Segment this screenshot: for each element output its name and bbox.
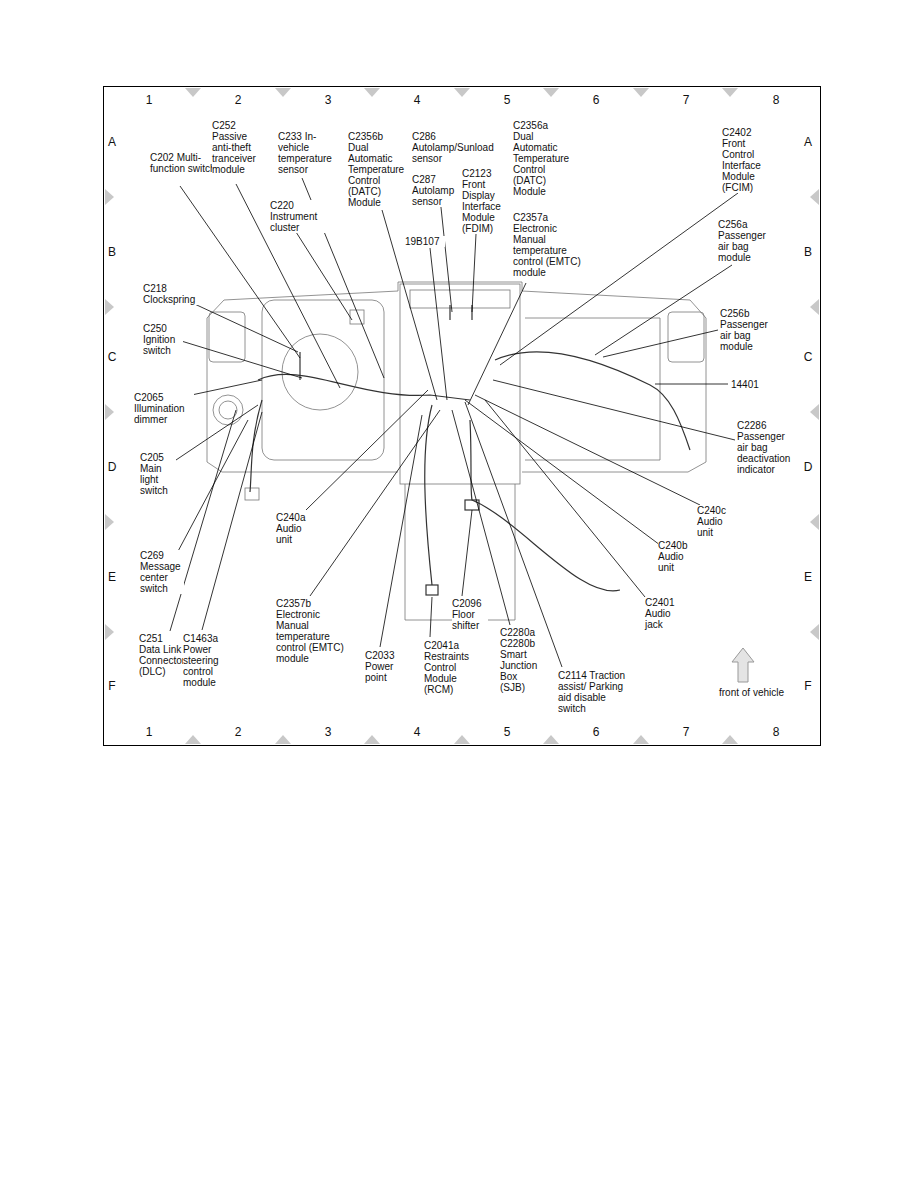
callout-label: C2286 Passenger air bag deactivation ind… — [737, 420, 797, 475]
grid-reference: D — [104, 460, 120, 474]
callout-label: C233 In-vehicle temperature sensor — [278, 131, 340, 175]
callout-label: 19B107 — [405, 236, 445, 247]
grid-reference: F — [104, 679, 120, 693]
callout-label: C2357a Electronic Manual temperature con… — [513, 212, 587, 278]
grid-reference: 7 — [676, 93, 696, 107]
front-arrow — [732, 648, 754, 682]
grid-reference: 5 — [497, 725, 517, 739]
callout-label: C240a Audio unit — [276, 512, 310, 545]
grid-reference: F — [800, 679, 816, 693]
callout-label: C252 Passive anti-theft tranceiver modul… — [212, 120, 264, 175]
callout-label: C2356b Dual Automatic Temperature Contro… — [348, 131, 404, 208]
callout-label: C2096 Floor shifter — [452, 598, 488, 631]
grid-reference: 3 — [318, 93, 338, 107]
grid-reference: E — [800, 570, 816, 584]
grid-reference: 8 — [766, 93, 786, 107]
grid-reference: D — [800, 460, 816, 474]
callout-label: C2123 Front Display Interface Module (FD… — [462, 168, 506, 234]
grid-reference: B — [104, 245, 120, 259]
callout-label: C218 Clockspring — [143, 283, 201, 305]
callout-label: C287 Autolamp sensor — [412, 174, 458, 207]
grid-reference: C — [800, 350, 816, 364]
dashboard-drawing — [207, 282, 706, 620]
grid-reference: 7 — [676, 725, 696, 739]
callout-label: C2114 Traction assist/ Parking aid disab… — [558, 670, 634, 714]
callout-label: C202 Multi-function switch — [150, 152, 218, 174]
callout-label: C256a Passenger air bag module — [718, 219, 770, 263]
callout-label: C1463a Power steering control module — [183, 633, 225, 688]
grid-reference: 6 — [586, 93, 606, 107]
grid-markers — [105, 88, 819, 744]
grid-reference: A — [800, 135, 816, 149]
callout-label: C240c Audio unit — [697, 505, 731, 538]
grid-reference: E — [104, 570, 120, 584]
wiring-harness — [250, 305, 690, 595]
callout-label: C2402 Front Control Interface Module (FC… — [722, 127, 767, 193]
leader-lines — [170, 178, 738, 667]
grid-reference: 1 — [139, 93, 159, 107]
callout-label: C2041a Restraints Control Module (RCM) — [424, 640, 474, 695]
grid-reference: 8 — [766, 725, 786, 739]
grid-reference: B — [800, 245, 816, 259]
grid-reference: 4 — [407, 725, 427, 739]
grid-reference: 6 — [586, 725, 606, 739]
grid-reference: 4 — [407, 93, 427, 107]
callout-label: C250 Ignition switch — [143, 323, 183, 356]
callout-label: C269 Message center switch — [140, 550, 184, 594]
callout-label: C2280a C2280b Smart Junction Box (SJB) — [500, 627, 544, 693]
grid-frame — [104, 87, 821, 746]
grid-reference: 3 — [318, 725, 338, 739]
callout-label: C2065 Illumination dimmer — [134, 392, 194, 425]
grid-reference: A — [104, 135, 120, 149]
callout-label: C2033 Power point — [365, 650, 397, 683]
callout-label: 14401 — [731, 379, 765, 390]
callout-label: C2356a Dual Automatic Temperature Contro… — [513, 120, 569, 197]
callout-label: C256b Passenger air bag module — [720, 308, 772, 352]
callout-label: C220 Instrument cluster — [270, 200, 325, 233]
callout-label: C2357b Electronic Manual temperature con… — [276, 598, 352, 664]
callout-label: C240b Audio unit — [658, 540, 692, 573]
callout-label: C205 Main light switch — [140, 452, 172, 496]
callout-label: C251 Data Link Connector (DLC) — [139, 633, 185, 677]
callout-label: C2401 Audio jack — [645, 597, 679, 630]
callout-label: C286 Autolamp/Sunload sensor — [412, 131, 502, 164]
grid-reference: 5 — [497, 93, 517, 107]
grid-reference: 1 — [139, 725, 159, 739]
grid-reference: C — [104, 350, 120, 364]
callout-label: front of vehicle — [719, 687, 799, 698]
grid-reference: 2 — [228, 725, 248, 739]
grid-reference: 2 — [228, 93, 248, 107]
